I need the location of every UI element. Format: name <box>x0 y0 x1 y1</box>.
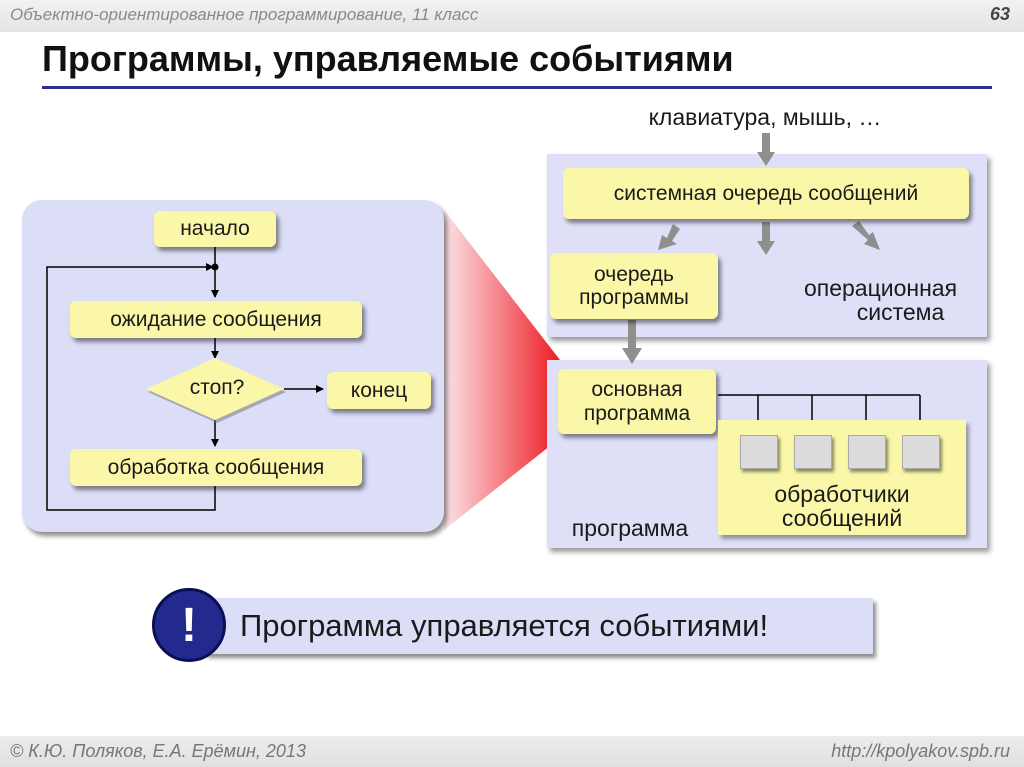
handlers-line2: сообщений <box>781 505 903 532</box>
footer-bar <box>0 736 1024 767</box>
os-label-line2: система <box>856 299 945 326</box>
flow-start-box: начало <box>154 211 276 247</box>
program-queue-line2: программы <box>579 286 689 309</box>
handlers-label: обработчики сообщений <box>736 482 948 530</box>
conclusion-text: Программа управляется событиями! <box>240 608 769 643</box>
exclamation-icon: ! <box>152 588 226 662</box>
flow-decision-label: стоп? <box>189 376 245 399</box>
footer-url[interactable]: http://kpolyakov.spb.ru <box>831 741 1010 761</box>
os-label-line1: операционная <box>803 275 958 301</box>
flow-end-box: конец <box>327 372 431 409</box>
flow-wait-box: ожидание сообщения <box>70 301 362 338</box>
handler-block <box>740 435 778 469</box>
program-queue-line1: очередь <box>594 262 674 286</box>
os-label: операционная система <box>778 276 983 324</box>
handlers-line1: обработчики <box>774 481 910 507</box>
page-number: 63 <box>989 4 1010 24</box>
system-queue-box: системная очередь сообщений <box>563 168 969 219</box>
handler-block <box>848 435 886 469</box>
program-queue-box: очередь программы <box>550 253 718 319</box>
header-bar <box>0 0 1024 32</box>
course-title: Объектно-ориентированное программировани… <box>10 5 479 24</box>
exclamation-glyph: ! <box>181 598 197 652</box>
conclusion-banner <box>205 598 873 654</box>
flow-process-box: обработка сообщения <box>70 449 362 486</box>
main-program-box: основная программа <box>558 369 716 434</box>
slide-title: Программы, управляемые событиями <box>42 38 734 79</box>
footer-authors: © К.Ю. Поляков, Е.А. Ерёмин, 2013 <box>10 741 306 761</box>
main-program-line1: основная <box>591 378 683 402</box>
input-devices-label: клавиатура, мышь, … <box>648 104 882 130</box>
main-program-line2: программа <box>583 401 691 425</box>
program-label: программа <box>571 515 689 541</box>
title-underline <box>42 86 992 89</box>
handler-block <box>794 435 832 469</box>
handler-block <box>902 435 940 469</box>
